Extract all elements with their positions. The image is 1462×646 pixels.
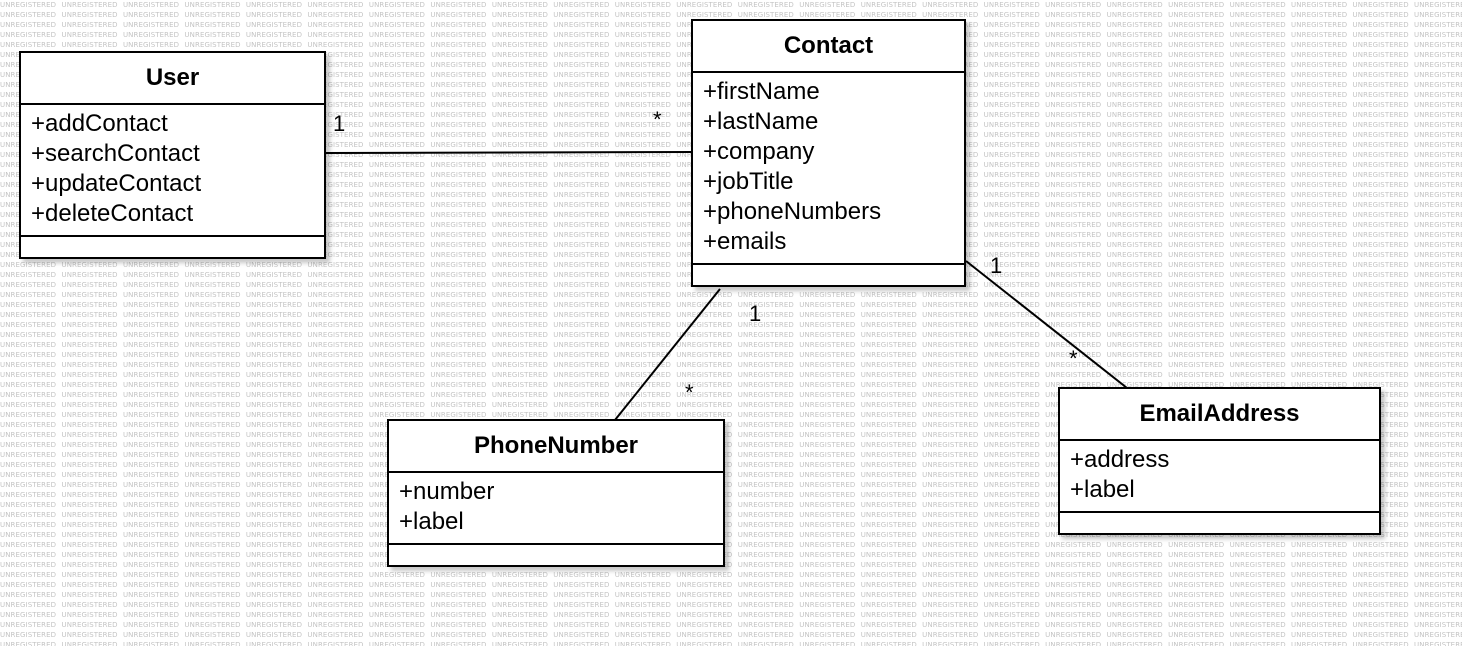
member: +firstName	[703, 78, 820, 105]
watermark-text: UNREGISTERED UNREGISTERED UNREGISTERED U…	[0, 481, 1462, 489]
watermark-text: UNREGISTERED UNREGISTERED UNREGISTERED U…	[0, 331, 1462, 339]
class-name: User	[21, 53, 324, 105]
watermark-text: UNREGISTERED UNREGISTERED UNREGISTERED U…	[0, 511, 1462, 519]
watermark-text: UNREGISTERED UNREGISTERED UNREGISTERED U…	[0, 501, 1462, 509]
watermark-text: UNREGISTERED UNREGISTERED UNREGISTERED U…	[0, 341, 1462, 349]
watermark-text: UNREGISTERED UNREGISTERED UNREGISTERED U…	[0, 521, 1462, 529]
multiplicity-contact-end-phone-association: 1	[749, 301, 762, 326]
member: +searchContact	[31, 140, 200, 167]
watermark-text: UNREGISTERED UNREGISTERED UNREGISTERED U…	[0, 571, 1462, 579]
class-email-address[interactable]: EmailAddress +address +label	[1058, 387, 1381, 535]
watermark-text: UNREGISTERED UNREGISTERED UNREGISTERED U…	[0, 611, 1462, 619]
watermark-text: UNREGISTERED UNREGISTERED UNREGISTERED U…	[0, 361, 1462, 369]
multiplicity-contact-end-user-association: *	[653, 107, 662, 132]
class-name: Contact	[693, 21, 964, 73]
empty-compartment	[21, 237, 324, 255]
watermark-text: UNREGISTERED UNREGISTERED UNREGISTERED U…	[0, 541, 1462, 549]
member: +number	[399, 478, 495, 505]
watermark-text: UNREGISTERED UNREGISTERED UNREGISTERED U…	[0, 1, 1462, 9]
watermark-text: UNREGISTERED UNREGISTERED UNREGISTERED U…	[0, 291, 1462, 299]
watermark-text: UNREGISTERED UNREGISTERED UNREGISTERED U…	[0, 401, 1462, 409]
empty-compartment	[389, 545, 723, 563]
member: +phoneNumbers	[703, 198, 882, 225]
watermark-text: UNREGISTERED UNREGISTERED UNREGISTERED U…	[0, 491, 1462, 499]
watermark-text: UNREGISTERED UNREGISTERED UNREGISTERED U…	[0, 461, 1462, 469]
multiplicity-user-end: 1	[333, 111, 346, 136]
member: +deleteContact	[31, 200, 194, 227]
class-name: PhoneNumber	[389, 421, 723, 473]
watermark-text: UNREGISTERED UNREGISTERED UNREGISTERED U…	[0, 351, 1462, 359]
watermark-text: UNREGISTERED UNREGISTERED UNREGISTERED U…	[0, 301, 1462, 309]
watermark-text: UNREGISTERED UNREGISTERED UNREGISTERED U…	[0, 371, 1462, 379]
watermark-text: UNREGISTERED UNREGISTERED UNREGISTERED U…	[0, 591, 1462, 599]
watermark-text: UNREGISTERED UNREGISTERED UNREGISTERED U…	[0, 531, 1462, 539]
multiplicity-phone-end: *	[685, 380, 694, 405]
empty-compartment	[693, 265, 964, 283]
watermark-text: UNREGISTERED UNREGISTERED UNREGISTERED U…	[0, 561, 1462, 569]
watermark-text: UNREGISTERED UNREGISTERED UNREGISTERED U…	[0, 411, 1462, 419]
members-compartment: +number +label	[389, 473, 723, 545]
member: +emails	[703, 228, 787, 255]
watermark-text: UNREGISTERED UNREGISTERED UNREGISTERED U…	[0, 441, 1462, 449]
member: +jobTitle	[703, 168, 794, 195]
member: +lastName	[703, 108, 819, 135]
multiplicity-email-end: *	[1069, 346, 1078, 371]
watermark-text: UNREGISTERED UNREGISTERED UNREGISTERED U…	[0, 381, 1462, 389]
class-phone-number[interactable]: PhoneNumber +number +label	[387, 419, 725, 567]
member: +updateContact	[31, 170, 202, 197]
watermark-text: UNREGISTERED UNREGISTERED UNREGISTERED U…	[0, 471, 1462, 479]
watermark-text: UNREGISTERED UNREGISTERED UNREGISTERED U…	[0, 551, 1462, 559]
member: +company	[703, 138, 815, 165]
member: +addContact	[31, 110, 168, 137]
watermark-text: UNREGISTERED UNREGISTERED UNREGISTERED U…	[0, 621, 1462, 629]
watermark-text: UNREGISTERED UNREGISTERED UNREGISTERED U…	[0, 451, 1462, 459]
class-user[interactable]: User +addContact +searchContact +updateC…	[19, 51, 326, 259]
watermark-text: UNREGISTERED UNREGISTERED UNREGISTERED U…	[0, 391, 1462, 399]
watermark-text: UNREGISTERED UNREGISTERED UNREGISTERED U…	[0, 601, 1462, 609]
watermark-text: UNREGISTERED UNREGISTERED UNREGISTERED U…	[0, 631, 1462, 639]
empty-compartment	[1060, 513, 1379, 531]
association-contact-phone[interactable]	[614, 288, 721, 421]
member: +label	[1070, 476, 1135, 503]
watermark-text: UNREGISTERED UNREGISTERED UNREGISTERED U…	[0, 11, 1462, 19]
watermark-text: UNREGISTERED UNREGISTERED UNREGISTERED U…	[0, 641, 1462, 646]
member: +address	[1070, 446, 1170, 473]
watermark-text: UNREGISTERED UNREGISTERED UNREGISTERED U…	[0, 581, 1462, 589]
watermark-text: UNREGISTERED UNREGISTERED UNREGISTERED U…	[0, 311, 1462, 319]
association-user-contact[interactable]	[325, 151, 694, 154]
watermark-text: UNREGISTERED UNREGISTERED UNREGISTERED U…	[0, 421, 1462, 429]
multiplicity-contact-end-email-association: 1	[990, 253, 1003, 278]
members-compartment: +firstName +lastName +company +jobTitle …	[693, 73, 964, 265]
class-contact[interactable]: Contact +firstName +lastName +company +j…	[691, 19, 966, 287]
watermark-text: UNREGISTERED UNREGISTERED UNREGISTERED U…	[0, 321, 1462, 329]
watermark-text: UNREGISTERED UNREGISTERED UNREGISTERED U…	[0, 431, 1462, 439]
class-name: EmailAddress	[1060, 389, 1379, 441]
members-compartment: +addContact +searchContact +updateContac…	[21, 105, 324, 237]
member: +label	[399, 508, 464, 535]
members-compartment: +address +label	[1060, 441, 1379, 513]
association-contact-email[interactable]	[965, 260, 1128, 389]
